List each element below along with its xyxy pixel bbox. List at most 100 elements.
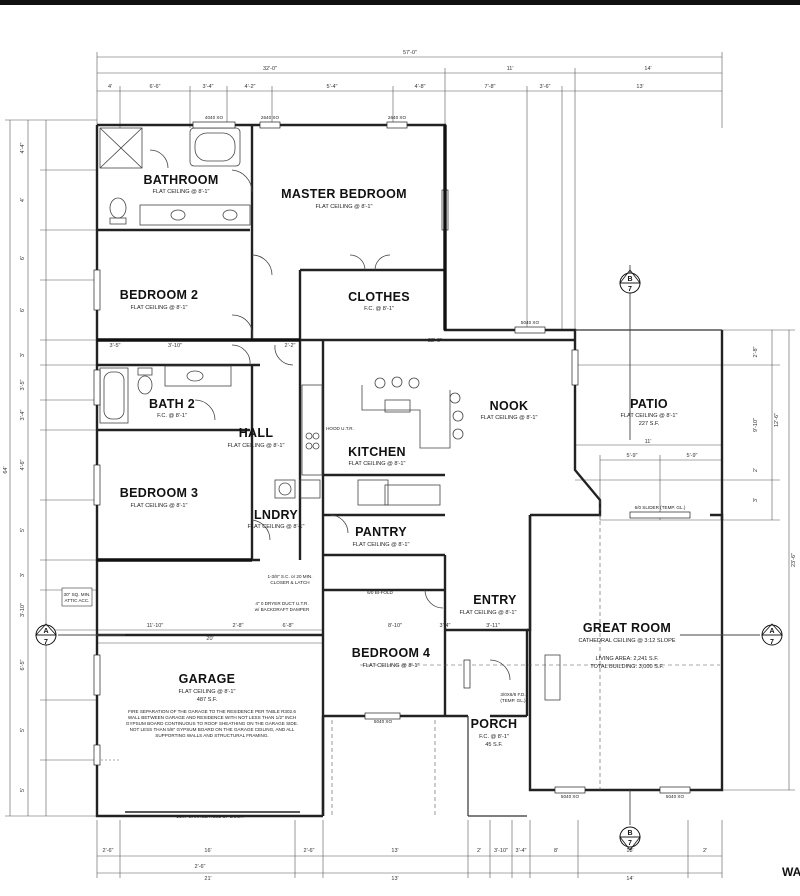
dim-inner: 8'-10" — [388, 623, 402, 629]
section-letter: A — [43, 628, 48, 635]
slider-label: 6/0 SLIDER (TEMP. GL.) — [635, 505, 686, 510]
window-tags: 4040 XO 2640 XO 2640 XO 5040 XO 5040 XO … — [93, 115, 691, 799]
dim-right: 12'-6" — [774, 413, 780, 427]
bifold-note: 6/0 BI-FOLD — [367, 590, 393, 595]
note-line: NOT LESS THAN 5/8" GYPSUM BOARD ON THE G… — [130, 727, 295, 732]
room-name: GREAT ROOM — [583, 621, 671, 635]
dim-inner: 6'-8" — [283, 623, 294, 629]
dim-bottom: 2' — [703, 848, 707, 854]
section-marker-b-bottom: B 7 — [619, 790, 641, 851]
room-ceiling: FLAT CEILING @ 8'-1" — [620, 413, 677, 419]
dim-bottom: 2'-6" — [304, 848, 315, 854]
dimension-lines — [5, 52, 795, 878]
room-ceiling: FLAT CEILING @ 8'-1" — [152, 189, 209, 195]
dim-bottom: 13' — [391, 876, 398, 882]
room-ceiling: FLAT CEILING @ 8'-1" — [352, 542, 409, 548]
fixtures — [99, 127, 561, 701]
door-closer-note: 1-3/8" S.C. or 20 MIN. CLOSER & LATCH — [267, 574, 312, 585]
section-letter: A — [769, 628, 774, 635]
dim-top: 6'-6" — [150, 84, 161, 90]
dim-bottom: 16' — [204, 848, 211, 854]
dim-bottom: 21' — [204, 876, 211, 882]
room-name: CLOTHES — [348, 290, 410, 304]
section-sheet: 7 — [770, 639, 774, 646]
section-sheet: 7 — [628, 840, 632, 847]
dim-right: 2' — [753, 468, 759, 472]
dim-left: 64' — [3, 466, 9, 473]
note-line: (TEMP. GL.) — [500, 698, 526, 703]
room-bedroom-4: BEDROOM 4 FLAT CEILING @ 8'-1" — [352, 646, 430, 669]
sheet-border-top — [0, 0, 800, 5]
room-name: PATIO — [630, 397, 668, 411]
dim-inner: 5'-9" — [627, 453, 638, 459]
room-bedroom-2: BEDROOM 2 FLAT CEILING @ 8'-1" — [120, 288, 198, 311]
section-marker-a-left: A 7 — [35, 623, 125, 646]
note-line: 4" 0 DRYER DUCT U.T.R. — [255, 601, 308, 606]
dim-inner: 11' — [645, 439, 652, 445]
room-laundry: LNDRY FLAT CEILING @ 8'-1" — [247, 508, 304, 530]
dim-inner: 2'-2" — [285, 343, 296, 349]
room-name: BEDROOM 3 — [120, 486, 198, 500]
section-marker-b-top: B 7 — [619, 265, 641, 440]
room-ceiling: CATHEDRAL CEILING @ 3:12 SLOPE — [578, 638, 675, 644]
dim-left: 4' — [20, 198, 26, 202]
room-great-room: GREAT ROOM CATHEDRAL CEILING @ 3:12 SLOP… — [578, 621, 675, 670]
section-letter: B — [627, 276, 632, 283]
dim-inner: 11'-10" — [147, 623, 164, 629]
room-ceiling: F.C. @ 8'-1" — [479, 734, 509, 740]
window-label: 5040 XO — [561, 794, 580, 799]
room-porch: PORCH F.C. @ 8'-1" 45 S.F. — [471, 717, 517, 748]
dim-left: 4'-6" — [20, 459, 26, 470]
dim-top: 13' — [636, 84, 643, 90]
dim-top: 5'-4" — [327, 84, 338, 90]
dim-bottom: 3'-10" — [494, 848, 508, 854]
window-label: 5040 XO — [521, 320, 540, 325]
dim-bottom: 18' — [626, 848, 633, 854]
room-ceiling: FLAT CEILING @ 8'-1" — [130, 503, 187, 509]
dim-left: 5' — [20, 728, 26, 732]
dim-bottom: 14' — [626, 876, 633, 882]
section-letter: B — [627, 830, 632, 837]
dim-right: 9'-10" — [753, 418, 759, 432]
dim-bottom: 2' — [477, 848, 481, 854]
dim-left: 6' — [20, 308, 26, 312]
room-area: 487 S.F. — [197, 697, 218, 703]
dim-left: 3'-4" — [20, 409, 26, 420]
room-ceiling: F.C. @ 8'-1" — [157, 413, 187, 419]
room-nook: NOOK FLAT CEILING @ 8'-1" — [480, 399, 537, 421]
garage-door-note: 16X7 GARAGE ROLL UP DOOR — [176, 814, 244, 819]
dim-right: 2'-8" — [753, 346, 759, 357]
room-name: GARAGE — [179, 672, 236, 686]
dim-top: 11' — [507, 66, 514, 72]
dim-inner: 2'-8" — [233, 623, 244, 629]
room-ceiling: FLAT CEILING @ 8'-1" — [178, 689, 235, 695]
note-line: 3/0X6/8 F.D. — [500, 692, 525, 697]
dimension-labels: 57'-0" 32'-0" 11' 14' 4' 6'-6" 3'-4" 4'-… — [3, 50, 797, 882]
dim-top: 4'-8" — [415, 84, 426, 90]
room-area: 227 S.F. — [639, 421, 660, 427]
room-garage: GARAGE FLAT CEILING @ 8'-1" 487 S.F. — [178, 672, 235, 703]
room-name: KITCHEN — [348, 445, 406, 459]
garage-fire-separation-note: FIRE SEPARATION OF THE GARAGE TO THE RES… — [126, 709, 298, 738]
dim-inner: 20' — [206, 636, 213, 642]
note-line: 1-3/8" S.C. or 20 MIN. — [267, 574, 312, 579]
front-door-note: 3/0X6/8 F.D. (TEMP. GL.) — [500, 692, 526, 703]
room-name: BATHROOM — [143, 173, 218, 187]
room-entry: ENTRY FLAT CEILING @ 8'-1" — [459, 593, 516, 616]
room-pantry: PANTRY FLAT CEILING @ 8'-1" — [352, 525, 409, 548]
dim-left: 4'-4" — [20, 142, 26, 153]
dim-top: 7'-8" — [485, 84, 496, 90]
room-ceiling: FLAT CEILING @ 8'-1" — [247, 524, 304, 530]
overhang-lines — [97, 500, 720, 816]
room-ceiling: FLAT CEILING @ 8'-1" — [480, 415, 537, 421]
note-line: ATTIC ACC. — [65, 598, 90, 603]
dim-inner: 5'-9" — [687, 453, 698, 459]
dim-top: 32'-0" — [263, 66, 277, 72]
room-name: BEDROOM 4 — [352, 646, 430, 660]
room-name: NOOK — [490, 399, 529, 413]
note-line: GYPSUM BOARD CONTINUOUS TO ROOF SHEATHIN… — [126, 721, 298, 726]
window-label: 2640 XO — [261, 115, 280, 120]
dim-left: 3' — [20, 353, 26, 357]
room-name: HALL — [239, 426, 274, 440]
